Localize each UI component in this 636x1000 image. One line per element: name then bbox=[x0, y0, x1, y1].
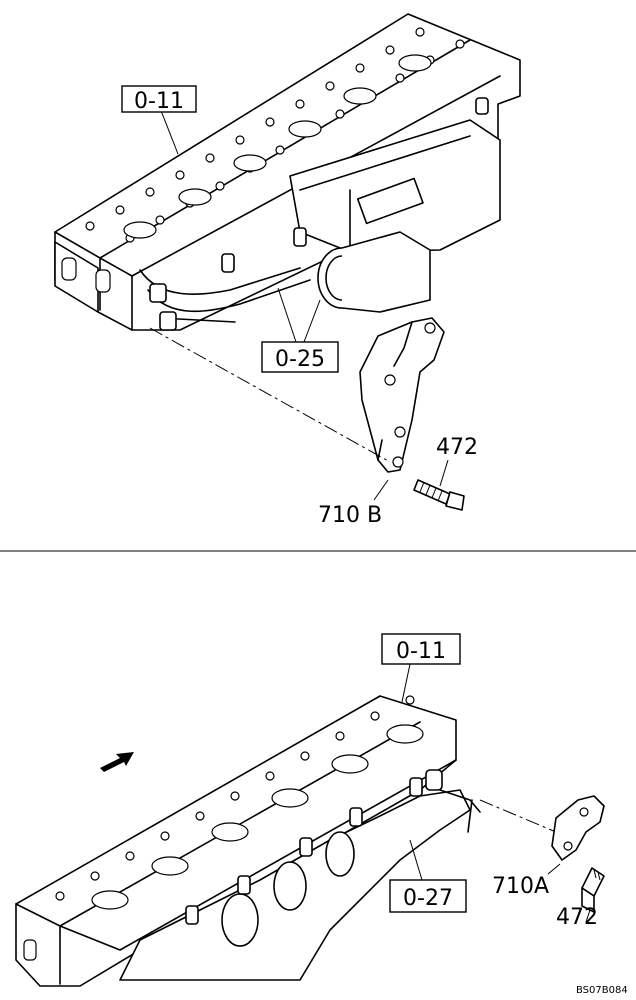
drawing-code: BS07B084 bbox=[576, 985, 628, 996]
valve-clusters-bottom bbox=[91, 724, 424, 910]
bracket-710a bbox=[551, 795, 605, 861]
head-bolt-holes-bottom bbox=[55, 695, 415, 901]
part-label-472-bottom: 472 bbox=[556, 905, 598, 930]
ref-box-0-25[interactable]: 0-25 bbox=[261, 341, 339, 373]
ref-label-0-11-top: 0-11 bbox=[134, 89, 184, 114]
bolt-472-top bbox=[413, 479, 465, 511]
ref-box-0-27[interactable]: 0-27 bbox=[389, 879, 467, 913]
part-label-710a: 710A bbox=[492, 874, 549, 899]
ref-label-0-25: 0-25 bbox=[275, 347, 325, 372]
manifold-bottom bbox=[119, 769, 481, 981]
ref-box-0-11-top[interactable]: 0-11 bbox=[121, 85, 197, 114]
ref-box-0-11-bottom[interactable]: 0-11 bbox=[381, 633, 461, 665]
top-view: 0-11 0-25 472 710 B bbox=[54, 13, 521, 528]
bracket-710b-top bbox=[359, 317, 445, 473]
ref-label-0-27: 0-27 bbox=[403, 886, 453, 911]
manifold-top bbox=[139, 97, 501, 331]
arrow-icon bbox=[100, 752, 134, 772]
bolt-472-bottom bbox=[581, 867, 605, 913]
bottom-view: 0-11 0-27 710A 472 bbox=[15, 633, 605, 987]
ref-label-0-11-bottom: 0-11 bbox=[396, 639, 446, 664]
part-label-710b: 710 B bbox=[318, 503, 382, 528]
valve-clusters bbox=[123, 54, 432, 239]
part-label-472-top: 472 bbox=[436, 435, 478, 460]
